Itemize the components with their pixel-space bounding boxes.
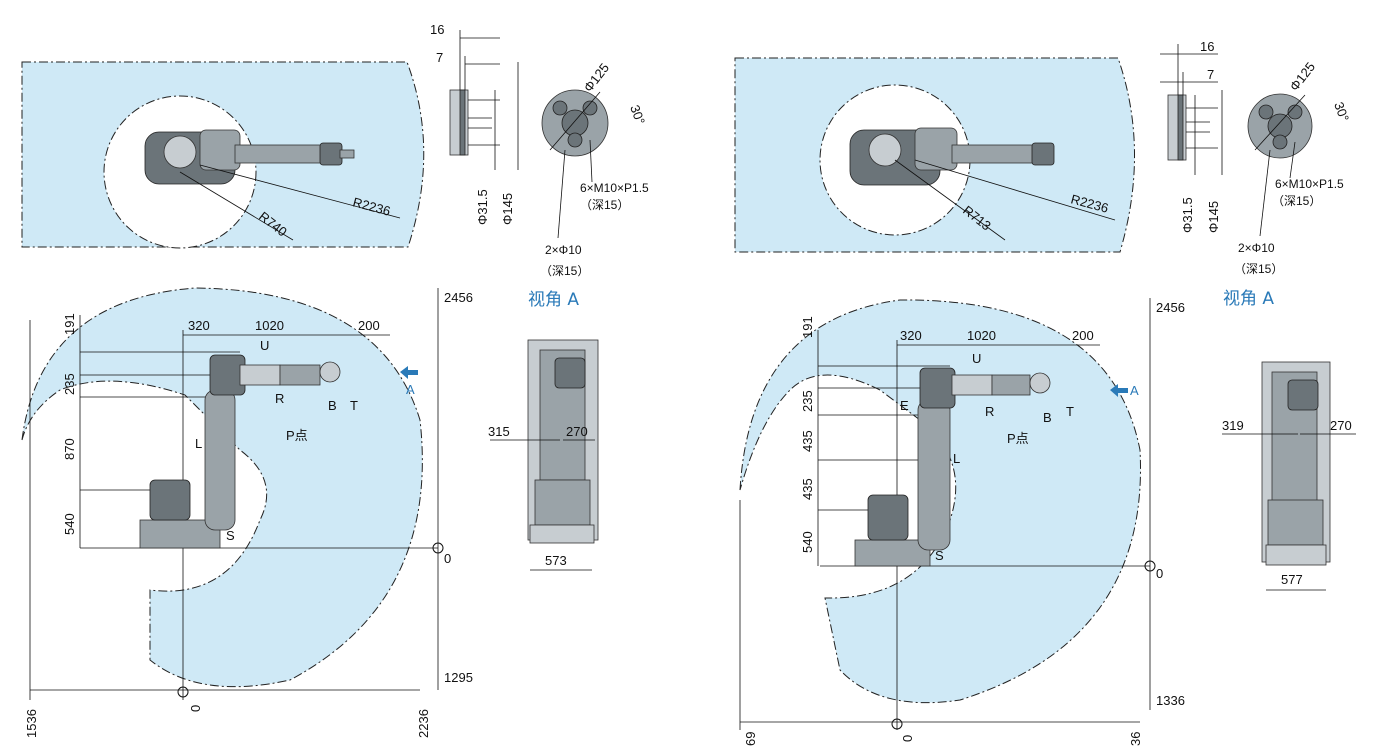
left-x2236: 2236 <box>416 709 431 738</box>
left-axis-t: T <box>350 398 358 413</box>
right-flange-phi31: Φ31.5 <box>1180 197 1195 233</box>
left-arrow-a: A <box>406 382 415 397</box>
left-h200: 200 <box>358 318 380 333</box>
right-top-robot-icon <box>849 127 1055 186</box>
left-x0: 0 <box>188 705 203 712</box>
right-flange-thread-depth: （深15） <box>1272 194 1321 208</box>
left-rear-w573: 573 <box>545 553 567 568</box>
left-h2456: 2456 <box>444 290 473 305</box>
right-h320: 320 <box>900 328 922 343</box>
left-h320: 320 <box>188 318 210 333</box>
right-flange-thread: 6×M10×P1.5 <box>1275 177 1344 191</box>
left-view-a-label: 视角 A <box>528 290 579 310</box>
left-flange-pin: 2×Φ10 <box>545 243 582 257</box>
right-x-right: 36 <box>1128 732 1143 746</box>
right-h2456: 2456 <box>1156 300 1185 315</box>
right-h1020: 1020 <box>967 328 996 343</box>
left-flange-d16: 16 <box>430 22 444 37</box>
right-top-view: R2236 R713 <box>734 57 1135 253</box>
left-v870: 870 <box>62 438 77 460</box>
right-flange-pin-depth: （深15） <box>1234 262 1283 276</box>
right-x-left: 69 <box>743 732 758 746</box>
right-rear-w577: 577 <box>1281 572 1303 587</box>
right-axis-u: U <box>972 351 981 366</box>
right-axis-l: L <box>953 451 960 466</box>
left-p-point: P点 <box>286 428 308 443</box>
left-flange-angle: 30° <box>627 103 648 127</box>
left-v235: 235 <box>62 373 77 395</box>
left-rear-w270: 270 <box>566 424 588 439</box>
right-v540: 540 <box>800 531 815 553</box>
left-flange-d7: 7 <box>436 50 443 65</box>
right-arrow-a: A <box>1130 383 1139 398</box>
right-x0: 0 <box>900 735 915 742</box>
left-flange-phi125: Φ125 <box>581 60 613 95</box>
right-axis-s: S <box>935 548 944 563</box>
right-v191: 191 <box>800 316 815 338</box>
left-side-robot-icon <box>139 354 341 549</box>
left-v540: 540 <box>62 513 77 535</box>
left-v191: 191 <box>62 313 77 335</box>
left-view-a-arrow-icon <box>400 366 418 379</box>
left-h1295: 1295 <box>444 670 473 685</box>
right-view-a-label: 视角 A <box>1223 289 1274 309</box>
left-flange-thread-depth: （深15） <box>580 198 629 212</box>
left-axis-b: B <box>328 398 337 413</box>
right-flange: 16 7 Φ31.5 Φ145 Φ125 30° 6×M10×P1.5 （深15… <box>1160 39 1352 309</box>
left-x1536: 1536 <box>24 709 39 738</box>
left-side-view: 2456 1295 0 1536 0 2236 191 235 870 540 … <box>21 287 473 738</box>
right-flange-angle: 30° <box>1331 100 1352 124</box>
right-flange-phi145: Φ145 <box>1206 201 1221 233</box>
right-axis-e: E <box>900 398 909 413</box>
left-axis-u: U <box>260 338 269 353</box>
right-rear-w270: 270 <box>1330 418 1352 433</box>
right-v435b: 435 <box>800 478 815 500</box>
left-flange-phi31: Φ31.5 <box>475 189 490 225</box>
right-h200: 200 <box>1072 328 1094 343</box>
left-axis-s: S <box>226 528 235 543</box>
right-zero-y: 0 <box>1156 566 1163 581</box>
left-flange-phi145: Φ145 <box>500 193 515 225</box>
right-p-point: P点 <box>1007 431 1029 446</box>
right-axis-r: R <box>985 404 994 419</box>
left-axis-r: R <box>275 391 284 406</box>
right-axis-t: T <box>1066 404 1074 419</box>
left-rear-view: 315 270 573 <box>488 339 599 571</box>
left-top-view: R2236 R740 <box>21 61 425 249</box>
right-v435a: 435 <box>800 430 815 452</box>
left-flange-pin-depth: （深15） <box>540 264 589 278</box>
right-flange-d7: 7 <box>1207 67 1214 82</box>
left-top-robot-icon <box>144 129 355 185</box>
right-rear-w319: 319 <box>1222 418 1244 433</box>
left-flange: 16 7 Φ31.5 Φ145 Φ125 30° 6×M10×P1.5 （深15… <box>430 22 649 310</box>
left-axis-l: L <box>195 436 202 451</box>
right-side-view: 2456 1336 0 69 0 36 191 235 435 435 540 … <box>739 298 1185 746</box>
left-flange-thread: 6×M10×P1.5 <box>580 181 649 195</box>
right-flange-d16: 16 <box>1200 39 1214 54</box>
right-axis-b: B <box>1043 410 1052 425</box>
right-rear-view: 319 270 577 <box>1222 361 1356 591</box>
right-side-robot-icon <box>854 367 1051 567</box>
right-v235: 235 <box>800 390 815 412</box>
right-flange-phi125: Φ125 <box>1287 59 1319 94</box>
left-rear-w315: 315 <box>488 424 510 439</box>
left-h1020: 1020 <box>255 318 284 333</box>
right-view-a-arrow-icon <box>1110 384 1128 397</box>
right-flange-pin: 2×Φ10 <box>1238 241 1275 255</box>
right-h1336: 1336 <box>1156 693 1185 708</box>
left-zero-y: 0 <box>444 551 451 566</box>
